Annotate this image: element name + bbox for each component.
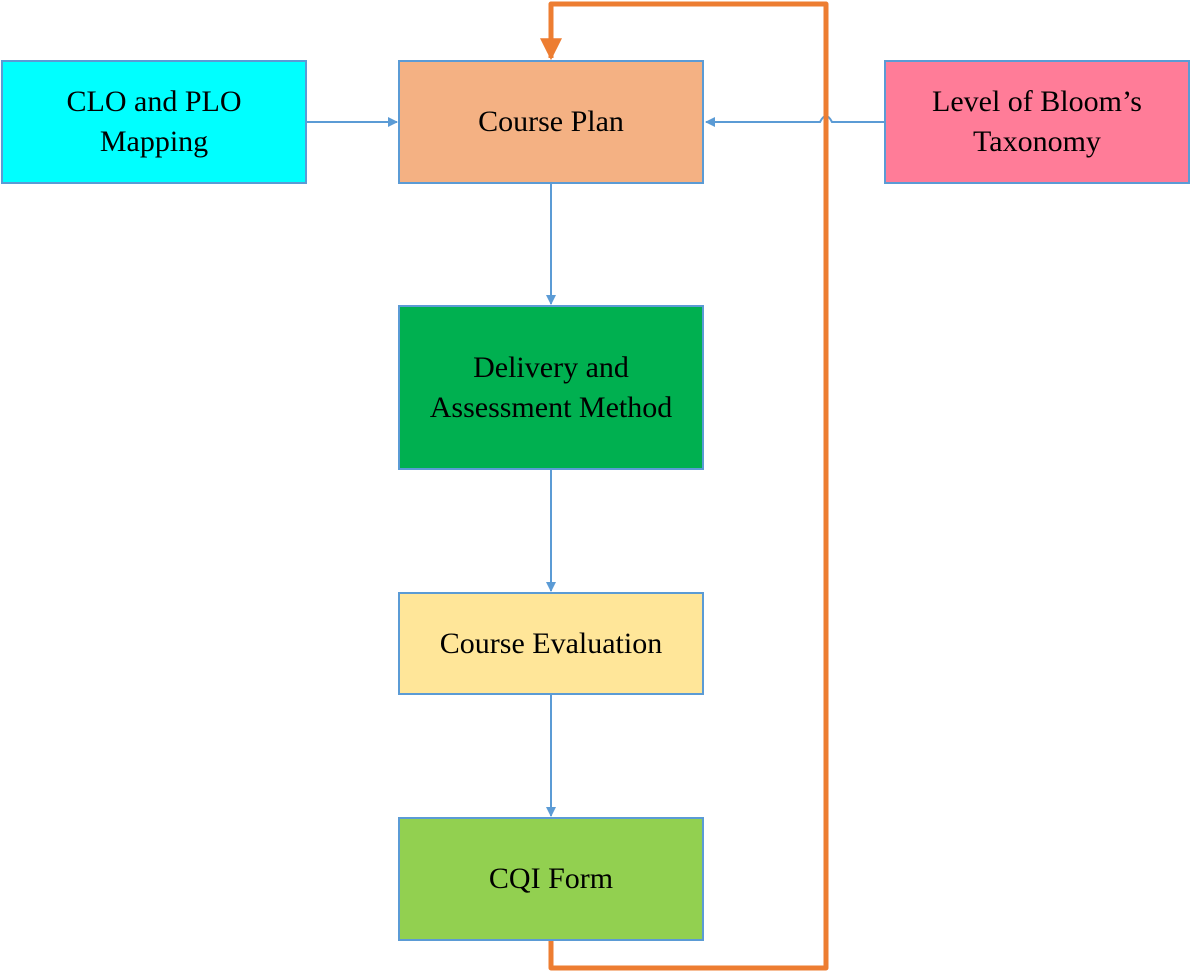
edge-blooms-to-course-plan (705, 115, 884, 127)
blooms-taxonomy-node: Level of Bloom’s Taxonomy (884, 60, 1190, 184)
cqi-form-label: CQI Form (488, 862, 614, 895)
cqi-form-node: CQI Form (398, 817, 704, 941)
clo-plo-mapping-node: CLO and PLO Mapping (1, 60, 307, 184)
blooms-taxonomy-label: Level of Bloom’s Taxonomy (932, 85, 1142, 158)
clo-plo-mapping-label: CLO and PLO Mapping (66, 85, 242, 158)
edge-cqi-feedback-loop (540, 1, 829, 971)
course-evaluation-node: Course Evaluation (398, 592, 704, 695)
course-plan-node: Course Plan (398, 60, 704, 184)
course-plan-label: Course Plan (478, 105, 624, 138)
course-evaluation-label: Course Evaluation (439, 626, 663, 660)
delivery-assessment-label: Delivery and Assessment Method (429, 350, 673, 424)
delivery-assessment-node: Delivery and Assessment Method (398, 305, 704, 470)
